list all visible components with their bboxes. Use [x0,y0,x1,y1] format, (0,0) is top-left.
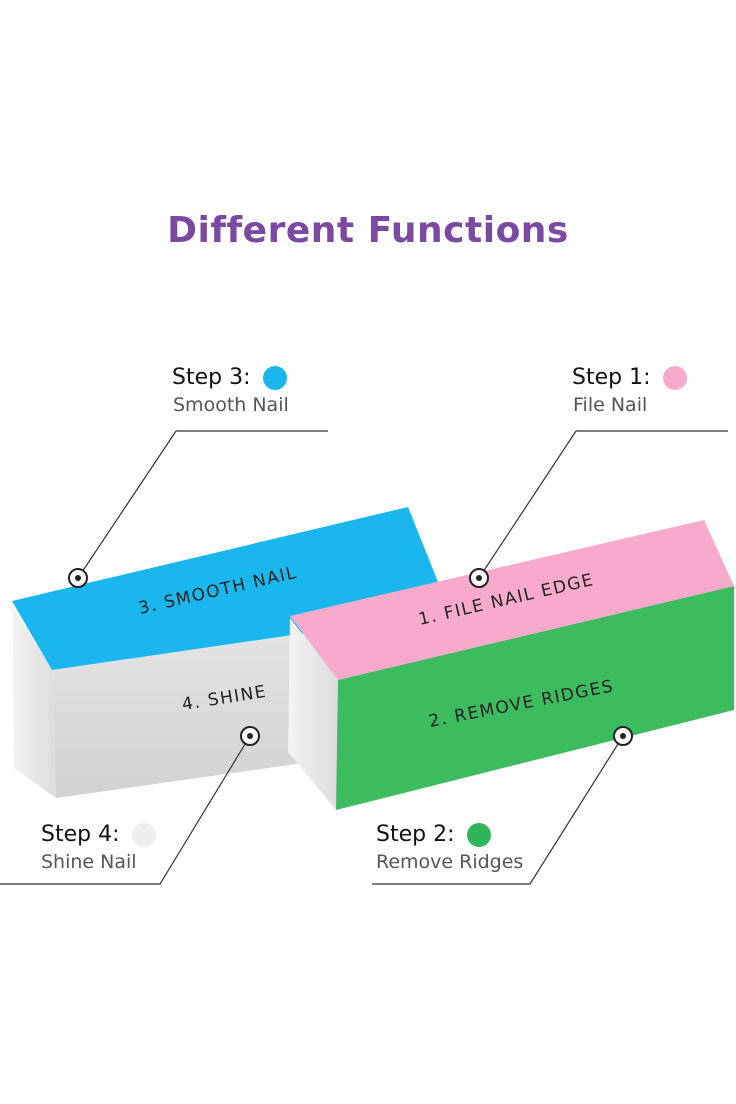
page-title: Different Functions [167,210,569,251]
leader-line-step4 [0,735,251,885]
right-block-front-face [336,586,734,810]
callout-step1: Step 1: File Nail [572,365,687,416]
right-block-top-face [290,520,734,680]
step3-description: Smooth Nail [173,394,289,416]
step2-description: Remove Ridges [376,851,524,873]
step2-color-dot [466,822,491,847]
leader-line-step1 [478,430,728,579]
leader-line-step3 [77,430,328,579]
leader-line-step2 [372,735,624,885]
right-block-end-face [288,618,338,810]
right-buffer-block: 1. FILE NAIL EDGE 2. REMOVE RIDGES [288,520,734,810]
callout-step4: Step 4: Shine Nail [41,822,156,873]
step1-color-dot [662,365,687,390]
step4-description: Shine Nail [41,851,137,873]
leader-lines [0,430,728,885]
step2-label: Step 2: [376,822,455,847]
step4-label: Step 4: [41,822,120,847]
step3-color-dot [262,365,287,390]
callout-step2: Step 2: Remove Ridges [376,822,523,873]
callout-step3: Step 3: Smooth Nail [172,365,289,416]
left-block-end-face [12,604,56,798]
step4-color-dot [131,822,156,847]
marker-step4 [240,726,260,746]
left-block-top-face [12,507,450,670]
marker-step3 [68,568,88,588]
marker-step1 [469,568,489,588]
step3-label: Step 3: [172,365,251,390]
step1-label: Step 1: [572,365,651,390]
marker-step2 [613,726,633,746]
step1-description: File Nail [573,394,648,416]
